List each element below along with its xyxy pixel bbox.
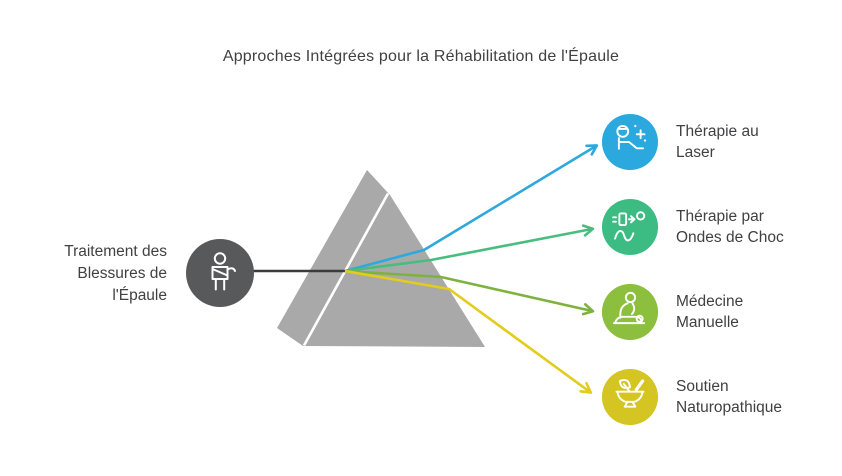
page-title: Approches Intégrées pour la Réhabilitati… (222, 48, 620, 65)
output-item-laser: Thérapie au Laser (601, 113, 798, 171)
laser-therapy-glyph (616, 124, 647, 150)
massage-therapy-icon (601, 283, 659, 341)
shockwave-therapy-glyph (612, 211, 646, 242)
ray-shockwave (344, 224, 595, 273)
ray-manual-medicine (344, 269, 595, 316)
output-circle (601, 368, 659, 426)
mortar-pestle-leaf-icon (601, 368, 659, 426)
output-label: Médecine Manuelle (676, 293, 744, 331)
output-label: Soutien Naturopathique (676, 378, 782, 416)
person-arm-sling-glyph (211, 252, 236, 291)
output-item-shockwave: Thérapie par Ondes de Choc (601, 198, 798, 256)
output-circle (601, 283, 659, 341)
prism-shape (277, 170, 485, 347)
laser-therapy-icon (601, 113, 659, 171)
source-node (186, 239, 254, 307)
ray-laser (344, 144, 599, 273)
output-item-naturopathic: Soutien Naturopathique (601, 368, 798, 426)
mortar-pestle-leaf-glyph (615, 379, 645, 408)
massage-therapy-glyph (613, 291, 645, 325)
source-label: Traitement des Blessures de l'Épaule (64, 243, 167, 304)
output-label: Thérapie par Ondes de Choc (676, 208, 784, 246)
ray-naturopathic (344, 269, 593, 394)
output-circle (601, 198, 659, 256)
person-arm-sling-icon (186, 239, 254, 307)
shockwave-therapy-icon (601, 198, 659, 256)
output-item-manual-medicine: Médecine Manuelle (601, 283, 798, 341)
output-label: Thérapie au Laser (676, 123, 759, 161)
